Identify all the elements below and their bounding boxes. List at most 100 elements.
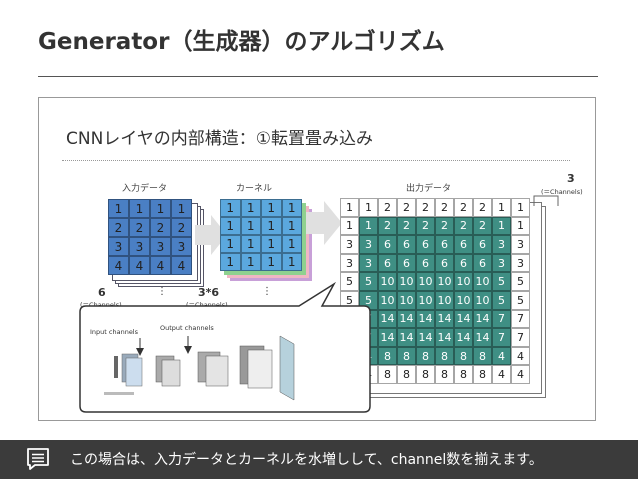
output-cell: 1: [359, 198, 378, 217]
output-cell: 10: [397, 291, 416, 310]
input-label: 入力データ: [122, 184, 168, 194]
output-cell: 3: [511, 253, 530, 273]
output-cell: 10: [454, 291, 473, 310]
output-cell: 2: [454, 216, 473, 236]
kernel-more-ellipsis: ⋮: [262, 286, 272, 297]
output-cell: 2: [435, 198, 454, 217]
output-cell: 1: [511, 198, 530, 217]
output-cell: 14: [473, 328, 492, 347]
input-more-ellipsis: ⋮: [157, 286, 167, 297]
output-cell: 8: [473, 346, 492, 366]
output-cell: 6: [454, 235, 473, 254]
output-cell: 10: [454, 272, 473, 291]
output-cell: 6: [416, 235, 435, 254]
callout-bubble: [79, 282, 371, 413]
output-cell: 3: [359, 253, 378, 273]
output-label: 出力データ: [406, 184, 452, 194]
kernel-cell: 1: [220, 253, 241, 271]
output-channel-count: 3: [567, 172, 575, 185]
kernel-cell: 1: [261, 253, 282, 271]
input-cell: 4: [108, 256, 129, 275]
input-cell: 4: [129, 256, 150, 275]
kernel-cell: 1: [220, 235, 241, 253]
output-cell: 7: [511, 309, 530, 329]
output-cell: 10: [473, 272, 492, 291]
input-cell: 2: [171, 218, 192, 237]
output-cell: 14: [397, 309, 416, 329]
output-cell: 1: [511, 216, 530, 236]
output-cell: 14: [454, 309, 473, 329]
output-cell: 14: [416, 309, 435, 329]
output-cell: 2: [397, 198, 416, 217]
output-cell: 1: [340, 216, 359, 236]
kernel-channel-count: 3*6: [198, 286, 220, 299]
kernel-cell: 1: [220, 217, 241, 235]
output-cell: 14: [435, 309, 454, 329]
kernel-cell: 1: [281, 217, 302, 235]
section-subtitle: CNNレイヤの内部構造：①転置畳み込み: [66, 129, 374, 149]
output-cell: 2: [435, 216, 454, 236]
output-cell: 14: [397, 328, 416, 347]
output-cell: 4: [492, 365, 511, 384]
input-cell: 1: [150, 199, 171, 218]
output-cell: 5: [492, 272, 511, 291]
kernel-cell: 1: [240, 253, 261, 271]
output-cell: 7: [492, 309, 511, 329]
conv-layer-illustration: [104, 335, 295, 401]
output-cell: 7: [492, 328, 511, 347]
output-cell: 8: [435, 365, 454, 384]
subtitle-divider: [62, 160, 570, 161]
output-cell: 1: [492, 216, 511, 236]
output-cell: 1: [359, 216, 378, 236]
output-cell: 5: [492, 291, 511, 310]
output-cell: 2: [454, 198, 473, 217]
input-channels-label: Input channels: [90, 328, 139, 336]
output-cell: 8: [397, 365, 416, 384]
kernel-cell: 1: [240, 235, 261, 253]
output-cell: 4: [511, 346, 530, 366]
output-cell: 14: [473, 309, 492, 329]
output-cell: 10: [397, 272, 416, 291]
output-cell: 3: [359, 235, 378, 254]
output-cell: 8: [397, 346, 416, 366]
kernel-cell: 1: [261, 199, 282, 217]
kernel-cell: 1: [240, 217, 261, 235]
output-cell: 10: [435, 291, 454, 310]
kernel-cell: 1: [281, 253, 302, 271]
output-cell: 3: [511, 235, 530, 254]
output-cell: 10: [378, 291, 397, 310]
input-cell: 2: [108, 218, 129, 237]
output-channel-note: (＝Channels): [541, 188, 583, 196]
output-cell: 8: [378, 346, 397, 366]
output-cell: 8: [416, 346, 435, 366]
output-cell: 8: [454, 365, 473, 384]
kernel-cell: 1: [281, 235, 302, 253]
output-cell: 6: [397, 235, 416, 254]
comment-icon: [27, 448, 49, 470]
input-cell: 3: [108, 237, 129, 256]
output-cell: 10: [473, 291, 492, 310]
input-cell: 3: [150, 237, 171, 256]
output-cell: 2: [378, 216, 397, 236]
input-cell: 2: [150, 218, 171, 237]
output-cell: 6: [473, 235, 492, 254]
output-cell: 3: [492, 253, 511, 273]
output-cell: 10: [435, 272, 454, 291]
output-cell: 6: [397, 253, 416, 273]
input-cell: 4: [150, 256, 171, 275]
kernel-cell: 1: [281, 199, 302, 217]
page-title: Generator（生成器）のアルゴリズム: [38, 29, 445, 55]
output-cell: 2: [416, 198, 435, 217]
output-cell: 2: [473, 198, 492, 217]
title-divider: [38, 76, 598, 77]
output-cell: 1: [492, 198, 511, 217]
output-cell: 2: [473, 216, 492, 236]
output-cell: 3: [492, 235, 511, 254]
footer-bar: [0, 440, 638, 479]
output-cell: 6: [416, 253, 435, 273]
output-cell: 8: [454, 346, 473, 366]
output-cell: 10: [416, 291, 435, 310]
